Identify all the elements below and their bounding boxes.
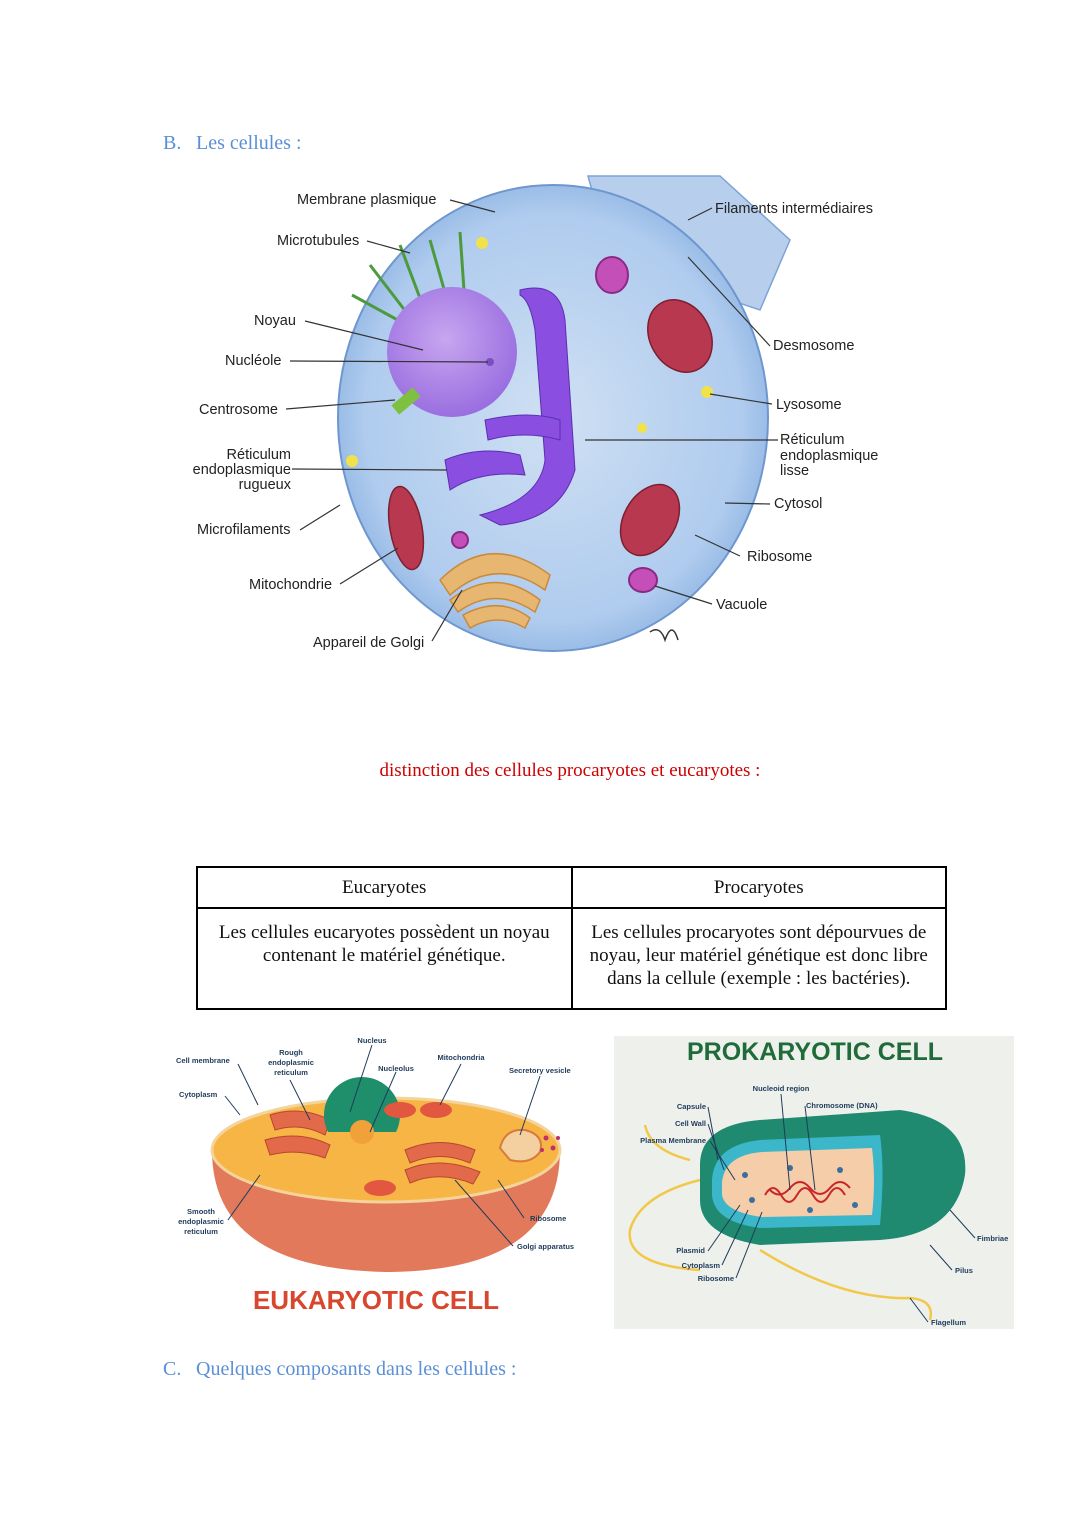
label-cytosol: Cytosol (774, 496, 822, 512)
nucleolus (486, 358, 494, 366)
eukaryotic-ribosomes (540, 1135, 560, 1152)
vacuoles (451, 256, 658, 593)
pro-label-cell-wall: Cell Wall (675, 1119, 706, 1128)
label-ribosome: Ribosome (747, 549, 812, 565)
euk-label-cytoplasm: Cytoplasm (179, 1090, 218, 1099)
prokaryotic-title: PROKARYOTIC CELL (687, 1038, 943, 1066)
table-cell-procaryotes: Les cellules procaryotes sont dépourvues… (570, 907, 947, 1010)
pro-label-plasma-membrane: Plasma Membrane (640, 1136, 706, 1145)
pro-label-flagellum: Flagellum (931, 1318, 966, 1327)
euk-label-rough-1: Rough (279, 1048, 303, 1057)
label-rel-3: lisse (780, 463, 809, 479)
pro-label-nucleoid: Nucleoid region (753, 1084, 810, 1093)
pro-label-fimbriae: Fimbriae (977, 1234, 1008, 1243)
label-rer-1: Réticulum (227, 447, 291, 463)
table-header-procaryotes: Procaryotes (570, 866, 947, 909)
label-rel-1: Réticulum (780, 432, 844, 448)
section-b-title: Les cellules : (196, 132, 302, 154)
euk-label-cell-membrane: Cell membrane (176, 1056, 230, 1065)
table-header-eucaryotes: Eucaryotes (196, 866, 573, 909)
label-centrosome: Centrosome (199, 402, 278, 418)
pro-label-plasmid: Plasmid (676, 1246, 705, 1255)
euk-label-nucleolus: Nucleolus (378, 1064, 414, 1073)
centrosome (391, 387, 421, 415)
label-rer-3: rugueux (239, 477, 292, 493)
endoplasmic-reticulum (444, 287, 576, 526)
pro-label-ribosome: Ribosome (698, 1274, 734, 1283)
euk-label-smooth-3: reticulum (184, 1227, 218, 1236)
euk-label-golgi: Golgi apparatus (517, 1242, 574, 1251)
label-noyau: Noyau (254, 313, 296, 329)
section-c-number: C. (163, 1358, 182, 1380)
euk-label-ribosome: Ribosome (530, 1214, 566, 1223)
animal-cell-diagram: Membrane plasmique Microtubules Noyau Nu… (193, 175, 878, 652)
euk-label-rough-3: reticulum (274, 1068, 308, 1077)
eukaryotic-mitochondria (364, 1102, 452, 1196)
flagella (628, 1124, 933, 1321)
label-microtubules: Microtubules (277, 233, 359, 249)
section-c-heading: C. Quelques composants dans les cellules … (163, 1358, 517, 1381)
table-header-row: Eucaryotes Procaryotes (196, 866, 947, 909)
secretory-vesicle (498, 1128, 542, 1163)
prokaryotic-ribosomes (742, 1165, 858, 1213)
dna-chromosome (764, 1181, 851, 1203)
table-row: Les cellules eucaryotes possèdent un noy… (196, 907, 947, 1010)
label-mitochondrie: Mitochondrie (249, 577, 332, 593)
euk-label-mitochondria: Mitochondria (437, 1053, 485, 1062)
label-appareil-golgi: Appareil de Golgi (313, 635, 424, 651)
eukaryotic-cell-illustration: Cell membrane Rough endoplasmic reticulu… (176, 1036, 574, 1315)
label-rel-2: endoplasmique (780, 448, 878, 464)
signature (649, 629, 679, 643)
label-nucleole: Nucléole (225, 353, 281, 369)
mitochondria (387, 299, 713, 571)
nucleus (387, 287, 517, 417)
comparison-table: Eucaryotes Procaryotes Les cellules euca… (196, 866, 947, 1010)
pro-label-capsule: Capsule (677, 1102, 706, 1111)
label-desmosome: Desmosome (773, 338, 854, 354)
pro-label-chromosome: Chromosome (DNA) (806, 1101, 878, 1110)
label-lysosome: Lysosome (776, 397, 842, 413)
pro-label-pilus: Pilus (955, 1266, 973, 1275)
euk-label-smooth-2: endoplasmic (178, 1217, 224, 1226)
pro-label-cytoplasm: Cytoplasm (682, 1261, 721, 1270)
eukaryotic-leader-lines (224, 1044, 541, 1247)
label-membrane-plasmique: Membrane plasmique (297, 192, 436, 208)
prokaryotic-leader-lines (707, 1093, 976, 1323)
section-b-heading: B. Les cellules : (163, 132, 302, 155)
golgi-apparatus (439, 553, 551, 630)
label-vacuole: Vacuole (716, 597, 767, 613)
table-cell-eucaryotes: Les cellules eucaryotes possèdent un noy… (196, 907, 573, 1010)
euk-label-secretory: Secretory vesicle (509, 1066, 571, 1075)
eukaryotic-er (264, 1110, 481, 1185)
eukaryotic-nucleolus (350, 1120, 374, 1144)
label-rer-2: endoplasmique (193, 462, 291, 478)
euk-label-rough-2: endoplasmic (268, 1058, 314, 1067)
section-b-number: B. (163, 132, 182, 154)
subtitle-distinction: distinction des cellules procaryotes et … (379, 760, 761, 781)
euk-label-smooth-1: Smooth (187, 1207, 215, 1216)
prokaryotic-cell-illustration: PROKARYOTIC CELL Nucleoid region Chromos… (614, 1036, 1014, 1329)
label-filaments: Filaments intermédiaires (715, 201, 873, 217)
leader-lines (285, 199, 778, 642)
section-c-title: Quelques composants dans les cellules : (196, 1358, 517, 1380)
eukaryotic-title: EUKARYOTIC CELL (253, 1285, 499, 1315)
eukaryotic-nucleus (323, 1077, 400, 1132)
euk-label-nucleus: Nucleus (357, 1036, 386, 1045)
lysosomes (346, 237, 713, 467)
label-microfilaments: Microfilaments (197, 522, 290, 538)
